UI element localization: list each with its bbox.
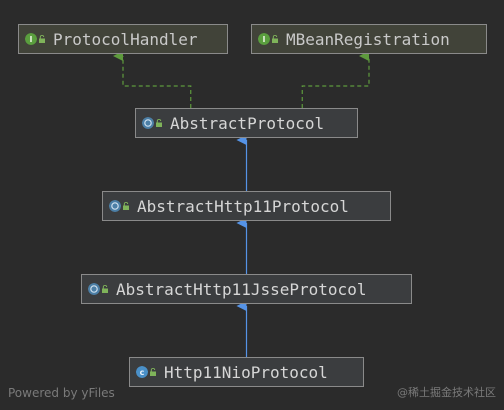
node-label: AbstractHttp11JsseProtocol xyxy=(116,279,367,299)
lock-open-icon xyxy=(272,35,278,43)
lock-open-icon xyxy=(102,285,108,293)
node-abstract-http11-jsse-protocol[interactable]: AbstractHttp11JsseProtocol xyxy=(81,274,412,304)
node-label: ProtocolHandler xyxy=(53,29,198,49)
svg-text:I: I xyxy=(263,35,266,44)
node-abstract-http11-protocol[interactable]: AbstractHttp11Protocol xyxy=(102,191,391,221)
node-http11-nio-protocol[interactable]: c Http11NioProtocol xyxy=(129,357,364,387)
watermark-label: @稀土掘金技术社区 xyxy=(397,386,496,399)
lock-open-icon xyxy=(39,35,45,43)
node-label: AbstractProtocol xyxy=(170,113,325,133)
node-label: MBeanRegistration xyxy=(286,29,450,49)
edge-implements-abstract-protocol-to-protocol-handler xyxy=(113,51,192,108)
node-abstract-protocol[interactable]: AbstractProtocol xyxy=(135,108,358,138)
powered-by-label: Powered by yFiles xyxy=(8,386,115,400)
lock-open-icon xyxy=(123,202,129,210)
svg-text:c: c xyxy=(140,368,145,377)
abstract-class-icon xyxy=(142,117,154,129)
node-label: Http11NioProtocol xyxy=(164,362,328,382)
interface-icon: I xyxy=(258,33,270,45)
node-protocol-handler[interactable]: I ProtocolHandler xyxy=(18,24,228,54)
svg-text:I: I xyxy=(30,35,33,44)
lock-open-icon xyxy=(150,368,156,376)
node-mbean-registration[interactable]: I MBeanRegistration xyxy=(251,24,487,54)
interface-icon: I xyxy=(25,33,37,45)
lock-open-icon xyxy=(156,119,162,127)
class-icon: c xyxy=(136,366,148,378)
abstract-class-icon xyxy=(88,283,100,295)
edge-implements-abstract-protocol-to-mbean-registration xyxy=(301,51,370,108)
node-label: AbstractHttp11Protocol xyxy=(137,196,349,216)
abstract-class-icon xyxy=(109,200,121,212)
